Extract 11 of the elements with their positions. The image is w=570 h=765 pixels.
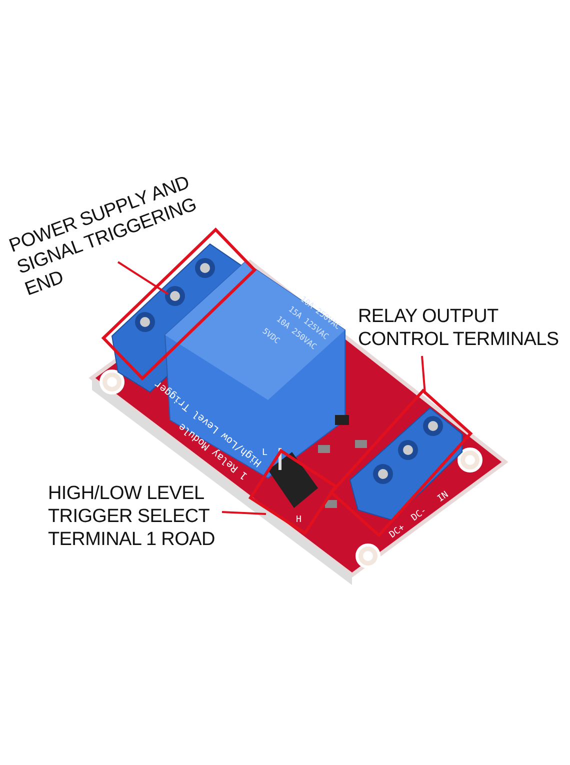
terminal-marking: DC-	[410, 506, 429, 524]
callout-text: RELAY OUTPUT CONTROL TERMINALS	[358, 305, 563, 351]
leader-line	[117, 261, 169, 295]
terminal-marking: DC+	[388, 522, 407, 540]
board-marking: L	[262, 448, 268, 458]
leader-line	[421, 356, 426, 394]
terminal-marking: IN	[436, 490, 451, 504]
highlight-frame	[329, 388, 473, 538]
leader-line	[222, 511, 266, 515]
board-marking: H	[296, 515, 302, 525]
callout-text: HIGH/LOW LEVEL TRIGGER SELECT TERMINAL 1 ROAD	[48, 482, 223, 551]
